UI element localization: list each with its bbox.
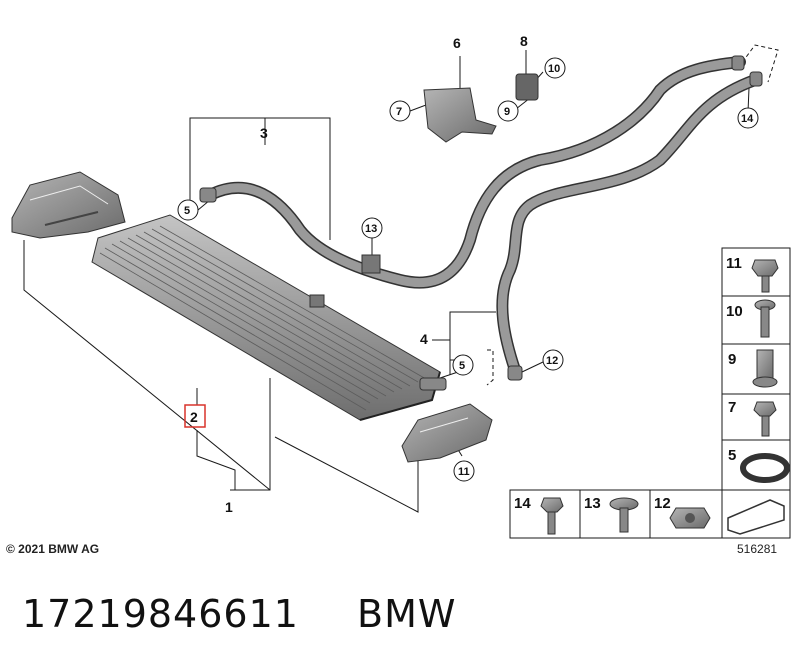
fastener-table xyxy=(509,247,791,539)
table-label-10: 10 xyxy=(726,303,743,320)
table-label-12: 12 xyxy=(654,495,671,512)
copyright-text: © 2021 BMW AG xyxy=(6,542,100,556)
right-bracket xyxy=(401,403,493,463)
label-13: 13 xyxy=(365,223,377,235)
label-1: 1 xyxy=(225,499,233,515)
label-2: 2 xyxy=(190,409,198,425)
left-bracket xyxy=(11,171,126,239)
label-10: 10 xyxy=(548,63,560,75)
label-8: 8 xyxy=(520,33,528,49)
document-number: 516281 xyxy=(737,542,778,556)
hoses xyxy=(199,55,763,381)
table-label-5: 5 xyxy=(728,447,736,464)
fastener-table-labels: 11 10 9 7 5 14 13 12 xyxy=(514,255,743,512)
label-12: 12 xyxy=(546,355,558,367)
label-6: 6 xyxy=(453,35,461,51)
arrow-icon xyxy=(727,499,785,535)
label-9: 9 xyxy=(504,106,510,118)
oil-cooler xyxy=(91,214,447,421)
label-5-left: 5 xyxy=(184,205,190,217)
table-label-14: 14 xyxy=(514,495,531,512)
brand-name: BMW xyxy=(357,592,457,636)
table-label-11: 11 xyxy=(726,255,742,272)
label-7: 7 xyxy=(396,106,402,118)
highlight-box xyxy=(184,404,206,428)
hose-bracket xyxy=(423,73,539,143)
table-label-9: 9 xyxy=(728,351,736,368)
table-label-7: 7 xyxy=(728,399,736,416)
label-3: 3 xyxy=(260,125,268,141)
part-labels: 1 2 3 4 6 8 xyxy=(184,33,528,515)
label-5-right: 5 xyxy=(459,360,465,372)
fastener-table-parts xyxy=(540,259,790,535)
circled-label-texts: 5 5 13 7 9 10 14 12 11 xyxy=(184,63,754,478)
table-label-13: 13 xyxy=(584,495,601,512)
label-11: 11 xyxy=(458,466,470,478)
part-number: 17219846611 xyxy=(22,592,299,636)
circled-labels xyxy=(177,57,759,482)
label-4: 4 xyxy=(420,331,428,347)
label-14: 14 xyxy=(741,113,754,125)
parts-diagram: 1 2 3 4 6 8 5 5 13 7 9 10 14 12 11 xyxy=(11,33,791,539)
